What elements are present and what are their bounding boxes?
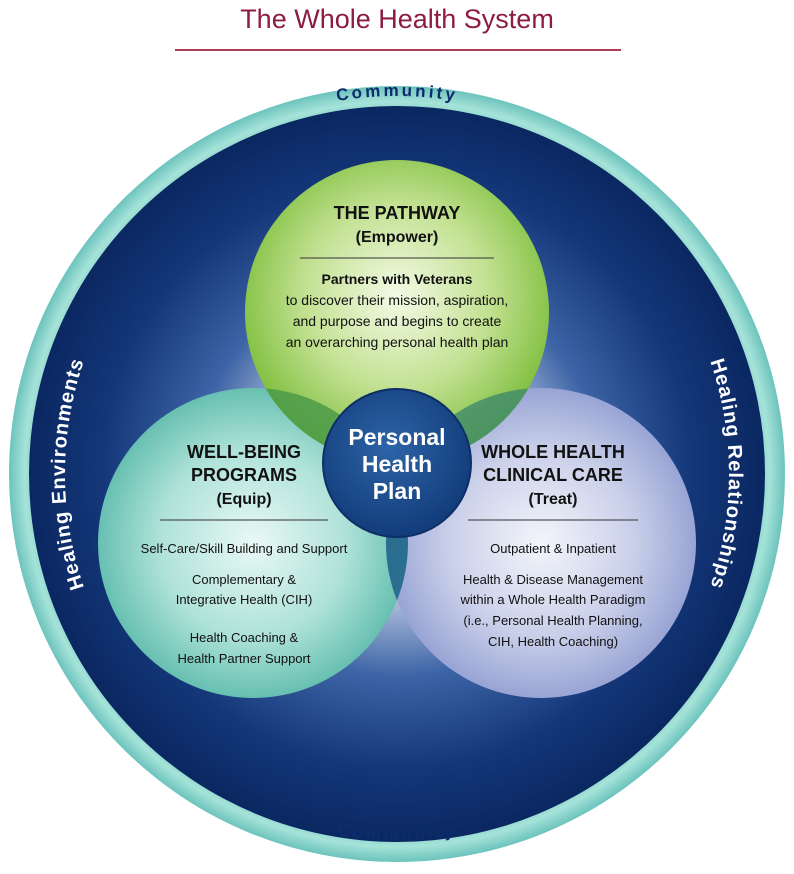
clinical-item: CIH, Health Coaching) [488, 634, 618, 649]
pathway-heading: THE PATHWAY [334, 203, 461, 223]
center-line-1: Personal [348, 424, 445, 450]
pathway-body-line: and purpose and begins to create [293, 313, 502, 329]
personal-health-plan-circle [322, 388, 472, 538]
wellbeing-heading-2: PROGRAMS [191, 465, 297, 485]
svg-text:Community: Community [337, 821, 458, 844]
community-label-bottom: Community [337, 821, 455, 844]
wellbeing-item: Self-Care/Skill Building and Support [141, 541, 348, 556]
wellbeing-item: Health Coaching & [190, 630, 299, 645]
pathway-circle [245, 160, 549, 464]
clinical-item: (i.e., Personal Health Planning, [463, 613, 642, 628]
center-line-3: Plan [373, 478, 422, 504]
center-line-2: Health [362, 451, 432, 477]
clinical-item: within a Whole Health Paradigm [460, 592, 646, 607]
clinical-item: Health & Disease Management [463, 572, 643, 587]
wellbeing-subheading: (Equip) [216, 491, 271, 508]
pathway-body-line: to discover their mission, aspiration, [286, 292, 509, 308]
pathway-body-line: an overarching personal health plan [286, 334, 509, 350]
clinical-heading-1: WHOLE HEALTH [481, 442, 625, 462]
clinical-item: Outpatient & Inpatient [490, 541, 616, 556]
pathway-subheading: (Empower) [356, 229, 439, 246]
clinical-subheading: (Treat) [529, 491, 578, 508]
title-divider [175, 49, 621, 51]
diagram-title: The Whole Health System [240, 4, 554, 34]
clinical-heading-2: CLINICAL CARE [483, 465, 623, 485]
pathway-lead: Partners with Veterans [322, 271, 473, 287]
wellbeing-item: Complementary & [192, 572, 296, 587]
wellbeing-heading-1: WELL-BEING [187, 442, 301, 462]
wellbeing-item: Integrative Health (CIH) [176, 592, 313, 607]
wellbeing-item: Health Partner Support [178, 651, 311, 666]
